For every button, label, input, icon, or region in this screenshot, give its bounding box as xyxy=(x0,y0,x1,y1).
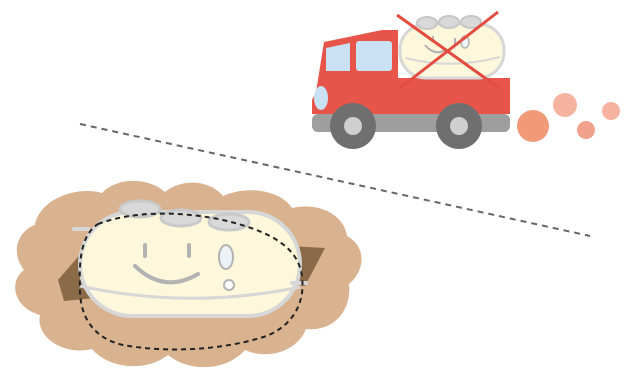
exhaust-puff-icon xyxy=(517,93,620,142)
buried-tank-icon xyxy=(74,201,306,316)
